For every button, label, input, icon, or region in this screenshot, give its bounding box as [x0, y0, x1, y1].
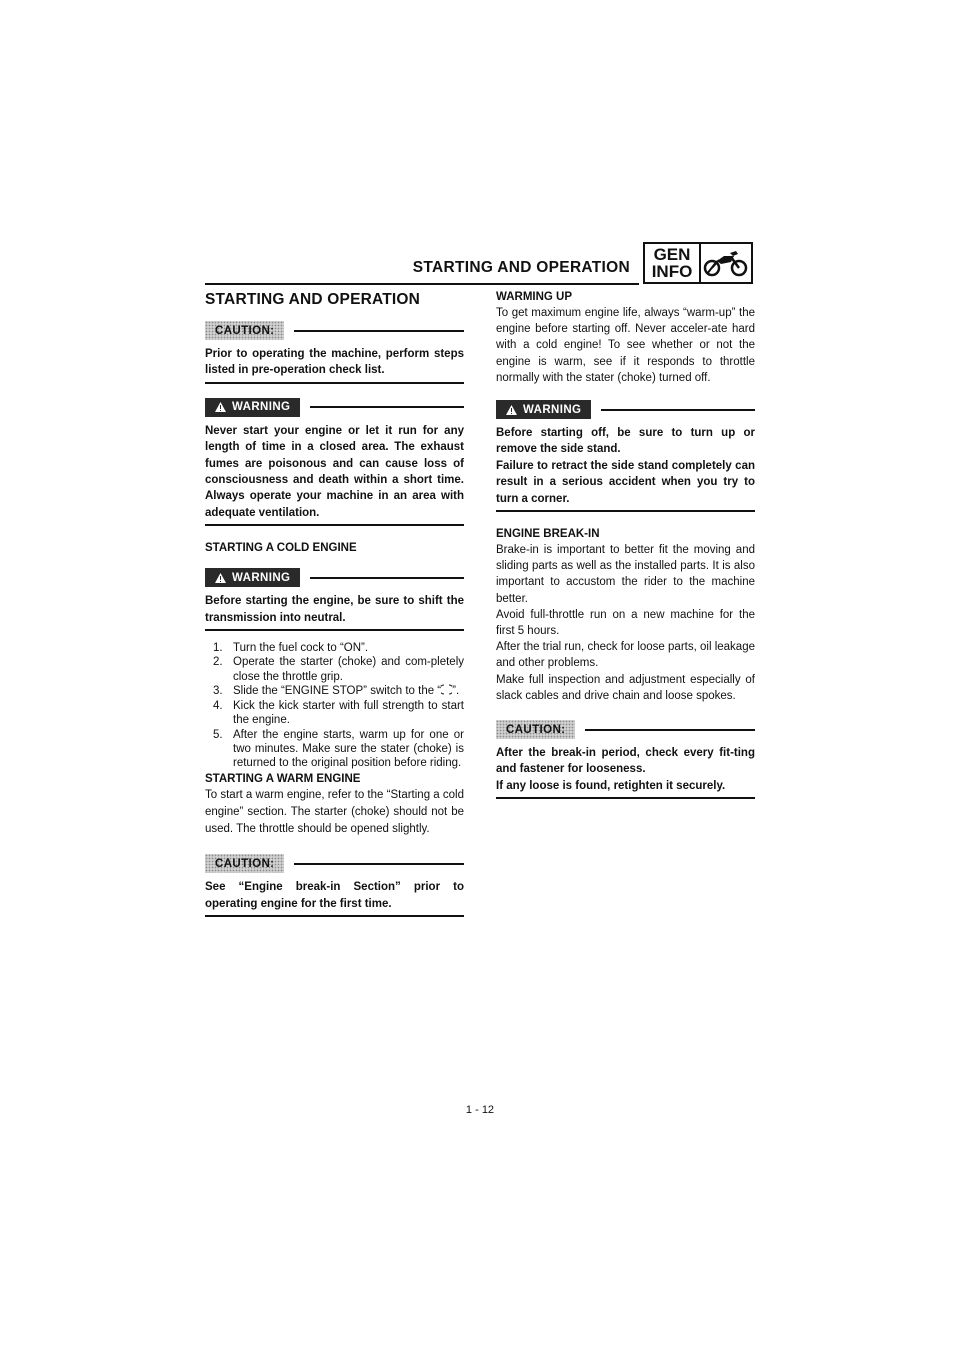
- warning-text: Before starting off, be sure to turn up …: [496, 425, 755, 513]
- break-in-paragraph: After the trial run, check for loose par…: [496, 641, 755, 670]
- section-badge-label: GEN INFO: [645, 244, 701, 282]
- warning-label: WARNING: [232, 571, 291, 584]
- note-rule: [310, 576, 464, 579]
- list-item: 2. Operate the starter (choke) and com-p…: [213, 656, 464, 683]
- warning-tag: WARNING: [496, 400, 592, 420]
- header-rule: [205, 283, 639, 285]
- caution-label: CAUTION:: [496, 720, 576, 740]
- warning-box-3: WARNING Before starting off, be sure to …: [496, 400, 755, 513]
- list-item: 3. Slide the “ENGINE STOP” switch to the…: [213, 684, 460, 698]
- break-in-paragraph: Avoid full-throttle run on a new machine…: [496, 608, 755, 638]
- engine-run-symbol-icon: [439, 684, 455, 695]
- warm-engine-heading: STARTING A WARM ENGINE: [205, 772, 361, 785]
- cold-engine-heading: STARTING A COLD ENGINE: [205, 542, 357, 555]
- badge-line-info: INFO: [651, 262, 693, 281]
- right-column: WARMING UP To get maximum engine life, a…: [496, 289, 755, 813]
- warming-up-heading: WARMING UP: [496, 291, 573, 303]
- break-in-paragraph: Brake-in is important to better fit the …: [496, 544, 755, 605]
- warm-engine-text: To start a warm engine, refer to the “St…: [205, 788, 464, 836]
- warning-text: Never start your engine or let it run fo…: [205, 423, 464, 527]
- caution-text: After the break-in period, check every f…: [496, 745, 755, 800]
- section-title: STARTING AND OPERATION: [205, 291, 421, 308]
- cold-engine-steps: 1. Turn the fuel cock to “ON”. 2. Operat…: [205, 641, 464, 771]
- warning-triangle-icon: [506, 404, 517, 415]
- caution-text: Prior to operating the machine, perform …: [205, 346, 464, 384]
- list-item: 4. Kick the kick starter with full stren…: [213, 699, 464, 727]
- page-number: 1 - 12: [465, 1104, 495, 1116]
- note-rule: [294, 862, 464, 865]
- note-rule: [294, 329, 464, 332]
- caution-box-1: CAUTION: Prior to operating the machine,…: [205, 321, 464, 384]
- caution-text: See “Engine break-in Section” prior to o…: [205, 879, 464, 918]
- warning-triangle-icon: [215, 402, 226, 413]
- list-item: 1. Turn the fuel cock to “ON”.: [213, 642, 369, 655]
- warning-triangle-icon: [215, 572, 226, 583]
- motorcycle-icon: [701, 244, 751, 282]
- caution-label: CAUTION:: [205, 854, 285, 874]
- warning-label: WARNING: [232, 401, 291, 414]
- warning-tag: WARNING: [205, 397, 301, 417]
- break-in-paragraph: Make full inspection and adjustment espe…: [496, 673, 755, 702]
- note-rule: [601, 408, 755, 411]
- note-rule: [585, 728, 755, 731]
- list-item: 5. After the engine starts, warm up for …: [213, 728, 464, 770]
- warning-box-2: WARNING Before starting the engine, be s…: [205, 568, 464, 632]
- badge-line-gen: GEN: [653, 245, 691, 264]
- warming-up-text: To get maximum engine life, always “warm…: [496, 307, 755, 384]
- caution-label: CAUTION:: [205, 321, 285, 340]
- warning-tag: WARNING: [205, 568, 301, 588]
- caution-box-3: CAUTION: After the break-in period, chec…: [496, 720, 755, 800]
- warning-text: Before starting the engine, be sure to s…: [205, 593, 464, 632]
- caution-box-2: CAUTION: See “Engine break-in Section” p…: [205, 854, 464, 918]
- warning-label: WARNING: [523, 403, 582, 416]
- break-in-heading: ENGINE BREAK-IN: [496, 528, 600, 541]
- left-column: STARTING AND OPERATION CAUTION: Prior to…: [205, 289, 464, 931]
- warning-box-1: WARNING Never start your engine or let i…: [205, 397, 464, 527]
- section-badge: GEN INFO: [643, 242, 753, 284]
- note-rule: [310, 406, 464, 409]
- header-title: STARTING AND OPERATION: [412, 259, 630, 276]
